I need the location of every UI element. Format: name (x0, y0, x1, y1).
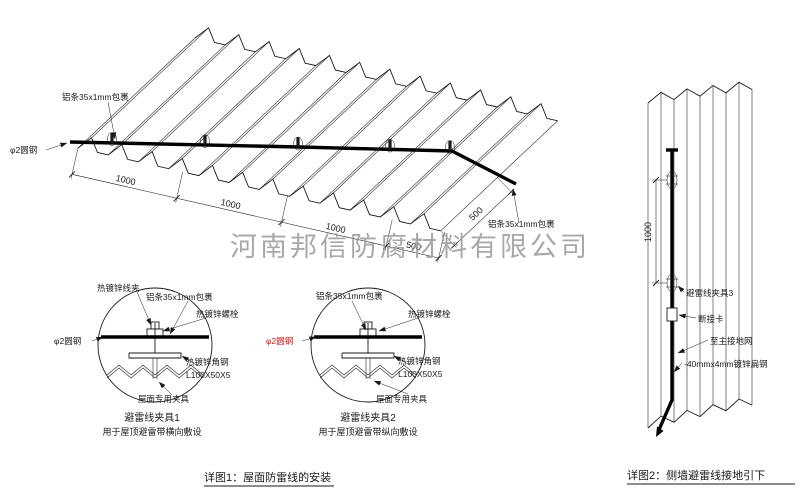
d1-alum-label: 铝条35x1mm包裹 (146, 292, 213, 302)
d1-title: 避雷线夹具1 (124, 411, 180, 424)
wall-disconnect-label: 断接卡 (698, 314, 724, 324)
roof-labels: 铝条35x1mm包裹 φ2圆钢 铝条35x1mm包裹 1000 1000 100… (10, 92, 555, 253)
d2-bolt-label: 热镀锌螺栓 (408, 309, 451, 319)
d2-angle-steel-label: 热镀锌角钢 (398, 356, 441, 366)
d2-alum-label: 铝条35x1mm包裹 (316, 291, 383, 301)
roof-dim-500-a: 500 (405, 240, 422, 253)
roof-alum-strip-right-label: 铝条35x1mm包裹 (488, 219, 555, 229)
d1-wire-clip-label: 热镀锌线夹 (97, 283, 140, 293)
wall-geometry (647, 81, 753, 437)
roof-round-steel-label: φ2圆钢 (10, 145, 37, 155)
wall-clamp3-label: 避雷线夹具3 (686, 288, 734, 298)
d1-roof-clamp-label: 屋面专用夹具 (138, 394, 190, 404)
captions: 详图1：屋面防雷线的安装 详图2：侧墙避雷线接地引下 (204, 468, 795, 487)
d1-round-steel-label: φ2圆钢 (54, 336, 81, 346)
d1-angle-steel-label: 热镀锌角钢 (186, 357, 229, 367)
company-watermark: 河南邦信防腐材料有限公司 (230, 232, 590, 262)
caption-detail-2: 详图2：侧墙避雷线接地引下 (627, 468, 765, 482)
d1-subtitle: 用于屋顶避雷带横向敷设 (102, 426, 201, 437)
wall-to-ground-label: 至主接地网 (710, 336, 753, 346)
d2-round-steel-label: φ2圆钢 (266, 336, 293, 346)
d2-roof-clamp-label: 屋面专用夹具 (376, 394, 428, 404)
wall-elevation-view: 避雷线夹具3 断接卡 至主接地网 -40mmx4mm镀锌扁钢 1000 (643, 81, 768, 437)
d1-bolt-label: 热镀锌螺栓 (196, 309, 239, 319)
roof-dim-1000-a: 1000 (115, 173, 137, 187)
caption-detail-1: 详图1：屋面防雷线的安装 (204, 470, 331, 484)
detail-1-clamp-horizontal: 热镀锌线夹 铝条35x1mm包裹 热镀锌螺栓 φ2圆钢 热镀锌角钢 L100X5… (54, 283, 239, 437)
roof-dim-500-right: 500 (467, 205, 485, 223)
roof-dim-1000-b: 1000 (220, 197, 242, 211)
roof-alum-strip-top-label: 铝条35x1mm包裹 (62, 92, 129, 102)
wall-dim-1000: 1000 (643, 222, 653, 242)
d2-angle-spec-label: L100X50X5 (398, 369, 443, 379)
d1-angle-spec-label: L100X50X5 (186, 370, 231, 380)
d2-title: 避雷线夹具2 (340, 411, 396, 424)
detail-2-geometry (301, 287, 426, 403)
roof-corrugated-sheet-geometry (45, 27, 558, 263)
detail-1-geometry (91, 287, 213, 403)
d2-subtitle: 用于屋顶避雷带纵向敷设 (318, 426, 417, 437)
wall-flat-steel-label: -40mmx4mm镀锌扁钢 (684, 359, 768, 369)
roof-dim-1000-c: 1000 (325, 221, 347, 235)
detail-2-clamp-longitudinal: 铝条35x1mm包裹 热镀锌螺栓 φ2圆钢 热镀锌角钢 L100X50X5 屋面… (266, 287, 451, 437)
